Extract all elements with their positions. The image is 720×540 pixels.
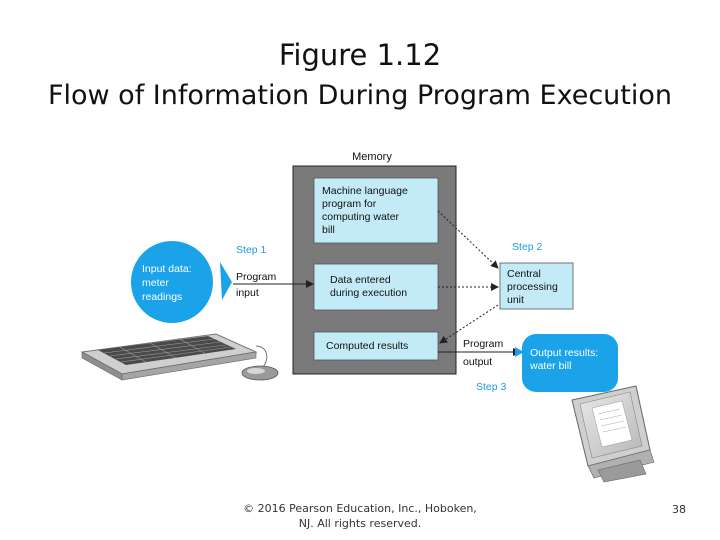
- page-number: 38: [672, 503, 686, 516]
- results-cell-text: Computed results: [326, 340, 408, 352]
- data-cell-text: Data entered during execution: [330, 274, 407, 299]
- step2-label: Step 2: [512, 241, 543, 253]
- cpu-text: Central processing unit: [507, 268, 561, 306]
- program-input-label: Program input: [236, 271, 279, 299]
- cpu-box: [499, 262, 574, 310]
- output-results-bubble: [522, 334, 618, 392]
- copyright-line-1: © 2016 Pearson Education, Inc., Hoboken,: [243, 502, 477, 515]
- mouse-icon: [241, 365, 279, 381]
- keyboard-icon: [80, 333, 268, 381]
- copyright-line-2: NJ. All rights reserved.: [298, 517, 422, 530]
- memory-cell-results: [313, 331, 439, 361]
- memory-label: Memory: [352, 151, 392, 163]
- fetch-program-arrow: [437, 210, 499, 269]
- input-bubble-tail: [220, 262, 232, 300]
- figure-title: Flow of Information During Program Execu…: [47, 80, 673, 111]
- monitor-icon: [571, 385, 655, 483]
- program-output-label: Program output: [463, 338, 506, 368]
- step3-label: Step 3: [476, 381, 507, 393]
- copyright-footer: © 2016 Pearson Education, Inc., Hoboken,…: [230, 501, 490, 531]
- input-bubble-text: Input data: meter readings: [142, 263, 195, 303]
- step1-label: Step 1: [236, 244, 267, 256]
- store-results-arrow: [439, 304, 499, 344]
- figure-number: Figure 1.12: [278, 38, 442, 72]
- output-bubble-text: Output results: water bill: [529, 347, 601, 372]
- memory-cell-program: [313, 177, 439, 244]
- memory-cell-data: [313, 263, 439, 311]
- output-bubble-tail: [515, 347, 524, 357]
- program-cell-text: Machine language program for computing w…: [322, 185, 411, 236]
- input-data-bubble: [131, 241, 213, 323]
